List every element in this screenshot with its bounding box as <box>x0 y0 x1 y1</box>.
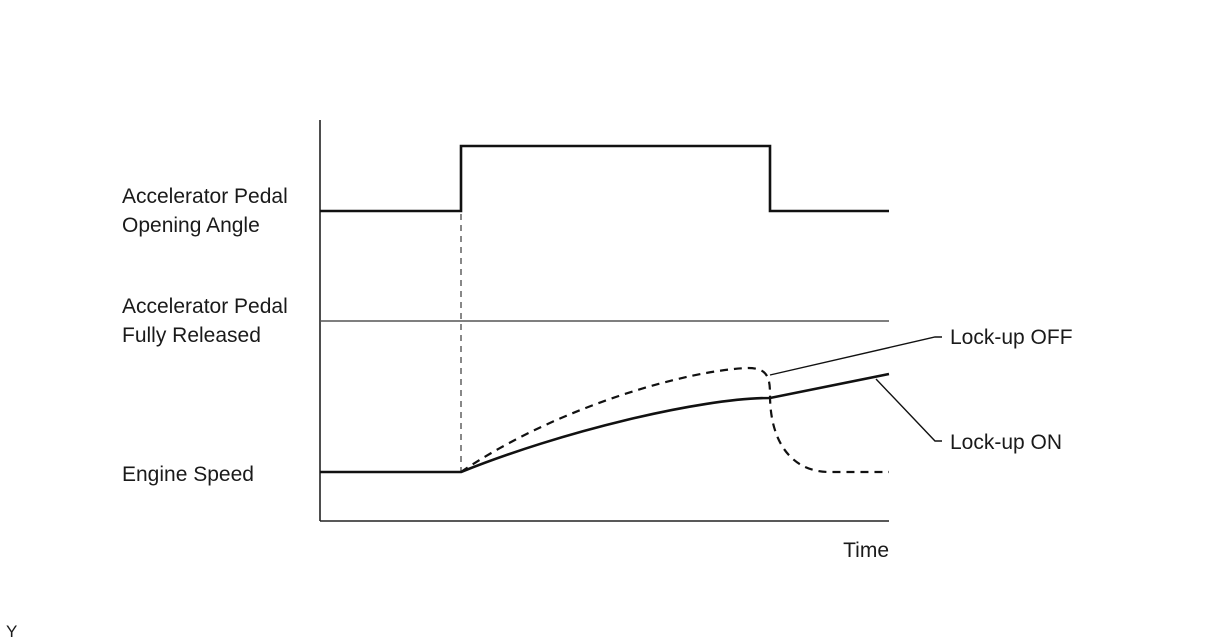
engine-speed-label: Engine Speed <box>122 463 254 486</box>
lockup-off-leader <box>769 336 942 376</box>
pedal-opening-angle-label-line1: Accelerator Pedal <box>122 185 288 208</box>
pedal-fully-released-label-line2: Fully Released <box>122 324 261 347</box>
lockup-on-leader <box>875 378 942 442</box>
corner-mark: Y <box>6 622 17 641</box>
pedal-opening-angle-label-line2: Opening Angle <box>122 214 260 237</box>
engine-speed-lockup-on-curve <box>320 372 890 474</box>
lockup-on-label: Lock-up ON <box>950 431 1062 454</box>
lockup-off-label: Lock-up OFF <box>950 326 1073 349</box>
pedal-opening-signal <box>320 144 889 213</box>
time-axis-label: Time <box>843 539 889 562</box>
pedal-fully-released-label-line1: Accelerator Pedal <box>122 295 288 318</box>
engine-speed-lockup-off-curve <box>460 366 889 474</box>
